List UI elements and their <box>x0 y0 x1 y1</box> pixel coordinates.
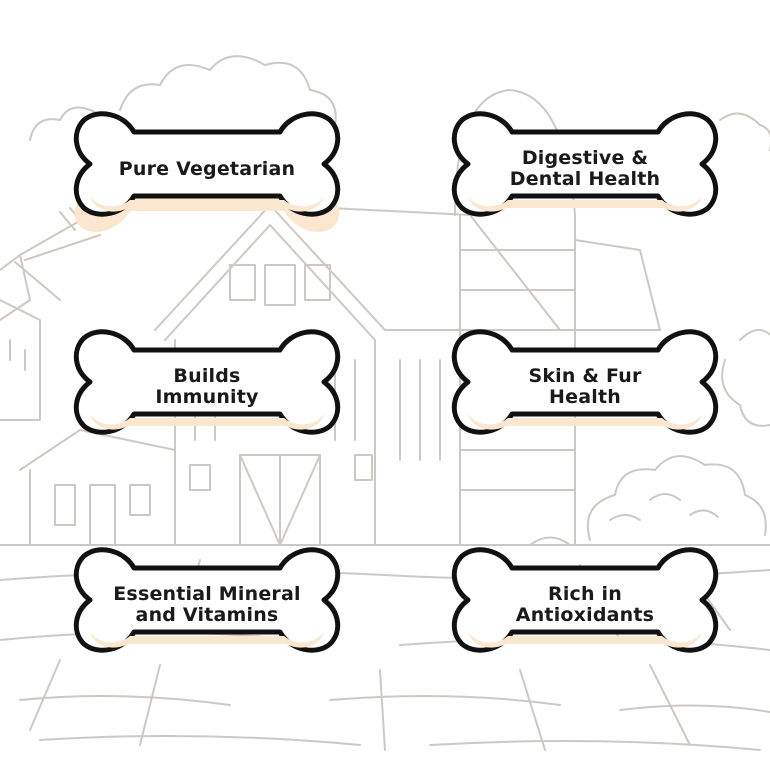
benefit-bone-pure-vegetarian: Pure Vegetarian <box>62 104 352 234</box>
benefit-bone-builds-immunity: Builds Immunity <box>62 322 352 452</box>
bone-shape-icon <box>451 329 719 435</box>
benefit-label: Builds Immunity <box>155 365 259 408</box>
benefit-label: Skin & Fur Health <box>528 365 642 408</box>
benefit-label: Digestive & Dental Health <box>509 147 661 190</box>
benefit-label: Essential Mineral and Vitamins <box>113 583 301 626</box>
benefit-bone-antioxidants: Rich in Antioxidants <box>440 540 730 670</box>
benefit-bone-digestive-dental: Digestive & Dental Health <box>440 104 730 234</box>
bone-shape-icon <box>73 111 341 232</box>
bone-shape-icon <box>451 111 719 217</box>
benefit-bone-essential-mineral: Essential Mineral and Vitamins <box>62 540 352 670</box>
bone-shape-icon <box>73 329 341 435</box>
bone-shape-icon <box>451 547 719 653</box>
benefit-bone-skin-fur: Skin & Fur Health <box>440 322 730 452</box>
benefit-label: Pure Vegetarian <box>118 157 296 180</box>
bone-shape-icon <box>73 547 341 653</box>
benefit-label: Rich in Antioxidants <box>515 583 655 626</box>
